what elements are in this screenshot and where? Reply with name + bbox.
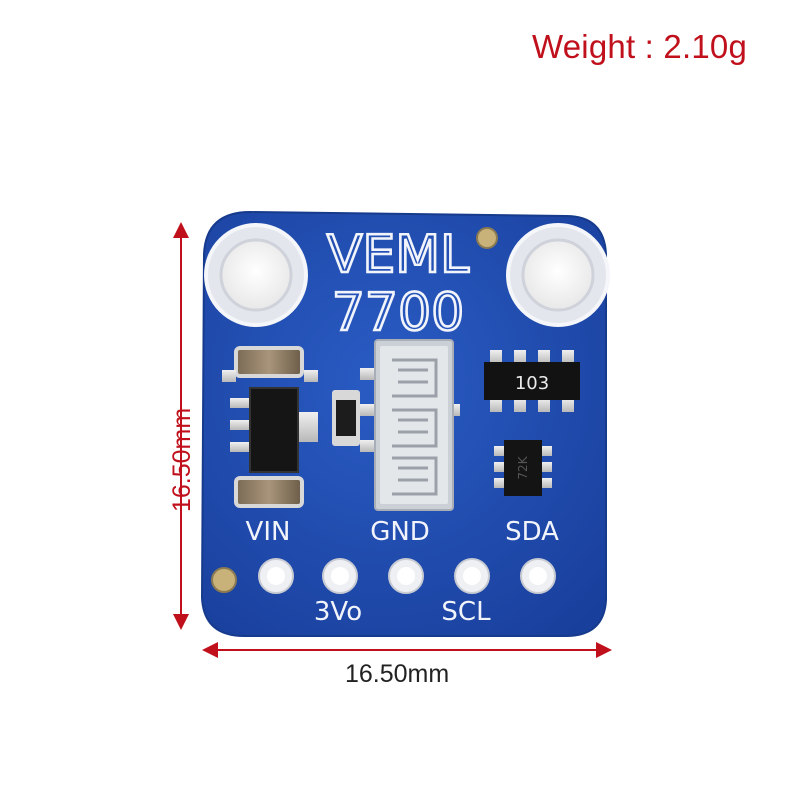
pin-label-vin: VIN [246,517,291,547]
pin-label-scl: SCL [441,597,491,627]
pcb-board: VEML 7700 [200,210,610,637]
pin-label-3vo: 3Vo [314,597,362,627]
mosfet-chip: 72K [494,440,552,496]
header-pads [258,558,556,594]
resistor-network: 103 [484,350,580,412]
pin-label-gnd: GND [370,517,430,547]
height-dimension-label: 16.50mm [168,407,196,512]
weight-label: Weight : 2.10g [532,28,747,65]
board-title-line1: VEML [327,225,469,285]
light-sensor [360,339,460,511]
via-top [476,227,498,249]
width-dimension-label: 16.50mm [345,660,450,688]
chip-marking: 72K [516,455,530,479]
via-bottom-left [211,567,237,593]
voltage-regulator [222,346,360,508]
pin-label-sda: SDA [505,517,559,547]
mounting-hole-right [506,223,610,327]
board-title-line2: 7700 [332,283,464,343]
mounting-hole-left [204,223,308,327]
resistor-code: 103 [515,373,549,394]
